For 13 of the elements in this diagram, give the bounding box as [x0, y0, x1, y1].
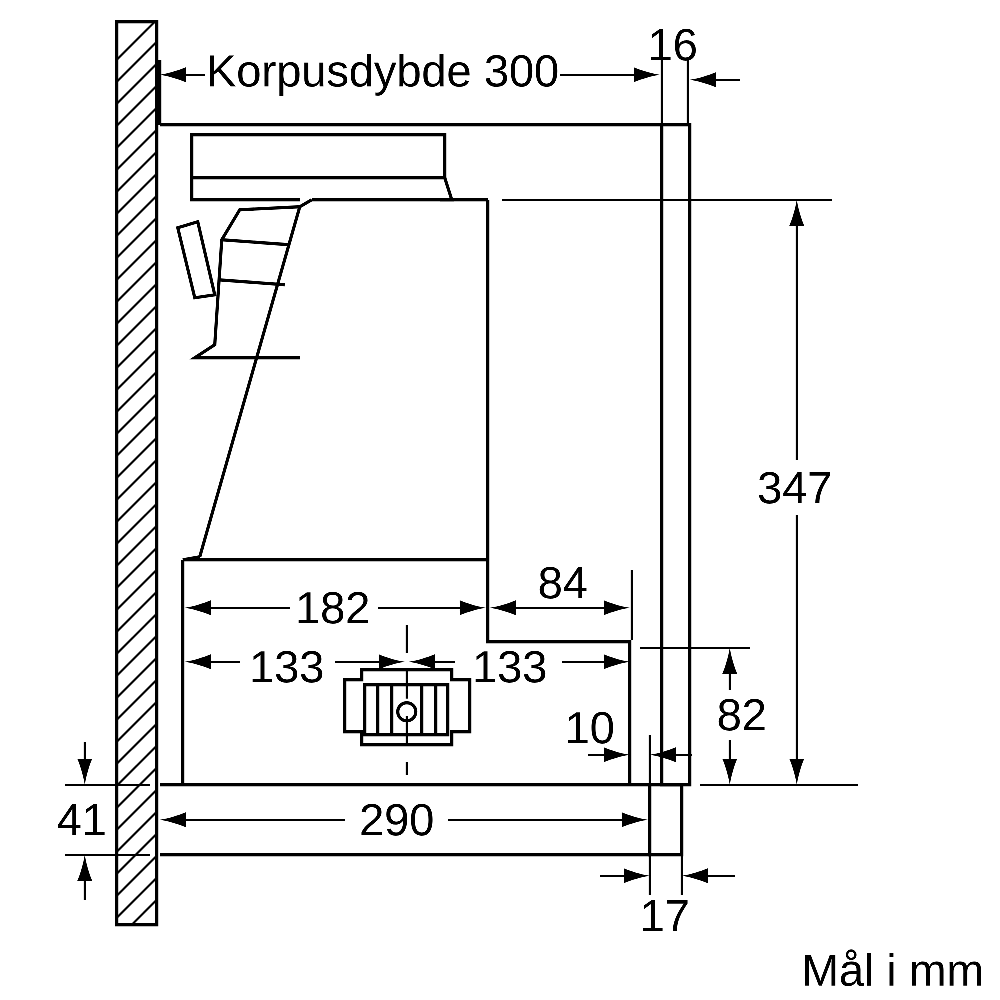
- dimension-label: 182: [298, 592, 368, 624]
- dimension-label: 82: [718, 699, 765, 731]
- dimension-label: 133: [252, 651, 323, 683]
- dimension-label: 290: [362, 804, 433, 836]
- dimension-label: 84: [540, 567, 587, 599]
- dimension-label: Korpusdybde 300: [210, 54, 558, 96]
- dimension-label: 347: [759, 472, 830, 504]
- dimension-label: Mål i mm: [805, 950, 982, 986]
- dimension-label: 10: [568, 712, 614, 744]
- dimension-label: 17: [643, 900, 688, 932]
- dimension-label: 16: [651, 29, 696, 61]
- dimension-label: 41: [58, 804, 105, 836]
- dimension-label: 133: [476, 651, 546, 683]
